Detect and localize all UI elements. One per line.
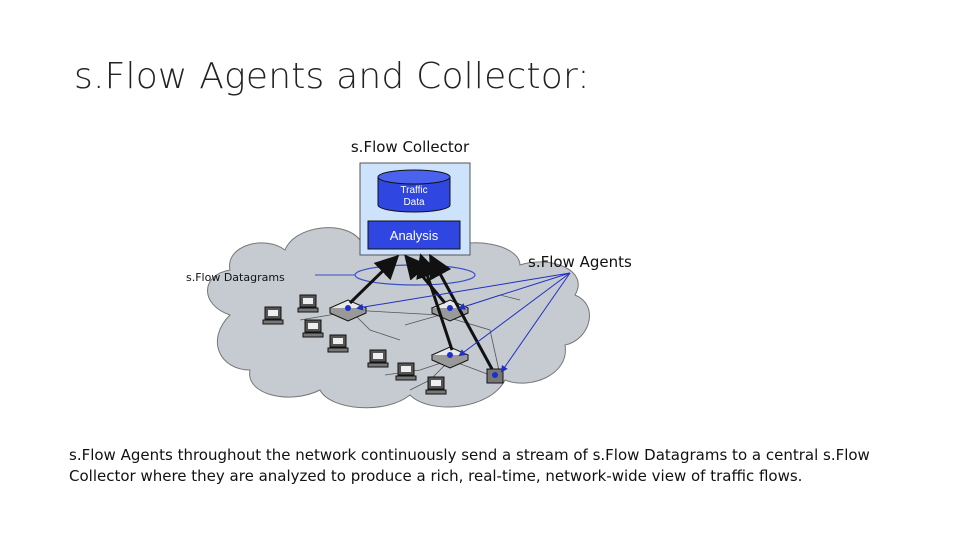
client-computer: [327, 334, 349, 353]
client-computer: [395, 362, 417, 381]
caption-line-1: s.Flow Agents throughout the network con…: [69, 446, 870, 464]
collector-label: s.Flow Collector: [351, 138, 470, 156]
database-label-line1: Traffic: [400, 185, 427, 196]
analysis-box: [367, 220, 461, 250]
agents-label: s.Flow Agents: [528, 253, 632, 271]
agent-pointers: [356, 272, 571, 373]
client-computer: [302, 319, 324, 338]
traffic-data-database: [377, 169, 451, 213]
client-computer: [367, 349, 389, 368]
database-label-line2: Data: [403, 197, 425, 208]
client-computer: [262, 306, 284, 325]
datagrams-label: s.Flow Datagrams: [186, 271, 285, 284]
datagram-arrows: [348, 253, 494, 370]
analysis-label: Analysis: [390, 228, 439, 243]
client-computer: [297, 294, 319, 313]
agent-switch-1: [328, 299, 368, 322]
slide-title: s.Flow Agents and Collector:: [74, 56, 590, 97]
network-cloud: [207, 227, 590, 409]
caption-line-2: Collector where they are analyzed to pro…: [69, 467, 803, 485]
client-computer: [425, 376, 447, 395]
slide-caption: s.Flow Agents throughout the network con…: [69, 445, 870, 487]
agent-router: [486, 368, 504, 384]
sflow-diagram: s.Flow Collector Traffic Data Analysis s…: [186, 138, 632, 409]
